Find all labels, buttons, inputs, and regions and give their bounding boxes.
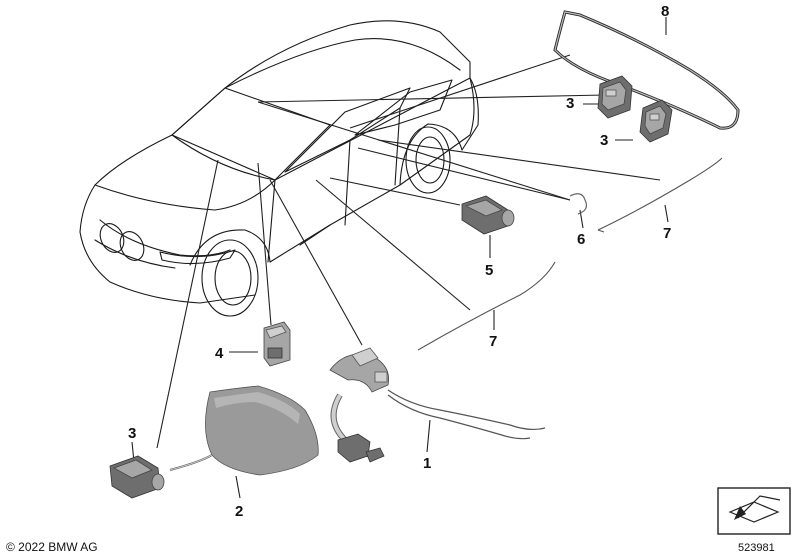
callout-4: 4	[215, 345, 224, 362]
part-6-wire	[569, 193, 588, 215]
part-2-panel	[169, 385, 319, 476]
diagram-number: 523981	[738, 542, 775, 554]
callout-7-lower: 7	[489, 333, 497, 350]
callout-7-upper: 7	[663, 225, 671, 242]
part-7-cable-upper	[597, 157, 723, 233]
part-3-sensor-upper-b	[639, 99, 673, 143]
part-1-harness	[329, 347, 546, 463]
part-5-sensor	[461, 195, 515, 235]
leader-lines	[131, 17, 669, 499]
callout-3-upper-b: 3	[600, 132, 608, 149]
callout-3-upper-a: 3	[566, 95, 574, 112]
callout-5: 5	[485, 262, 493, 279]
callout-2: 2	[235, 503, 243, 520]
callout-3-lower: 3	[128, 425, 136, 442]
callout-6: 6	[577, 231, 585, 248]
callout-labels: 1 2 3 3 3 4 5 6 7 7 8	[128, 3, 671, 520]
part-4-connector	[263, 321, 291, 367]
part-3-sensor-lower	[109, 455, 165, 499]
arrow-icon	[717, 487, 791, 535]
part-7-cable-lower	[417, 261, 556, 351]
callout-1: 1	[423, 455, 431, 472]
part-8-frame	[553, 10, 740, 130]
car-outline	[79, 20, 479, 317]
part-3-sensor-upper-a	[597, 75, 633, 119]
copyright-notice: © 2022 BMW AG	[6, 540, 98, 554]
callout-8: 8	[661, 3, 669, 20]
